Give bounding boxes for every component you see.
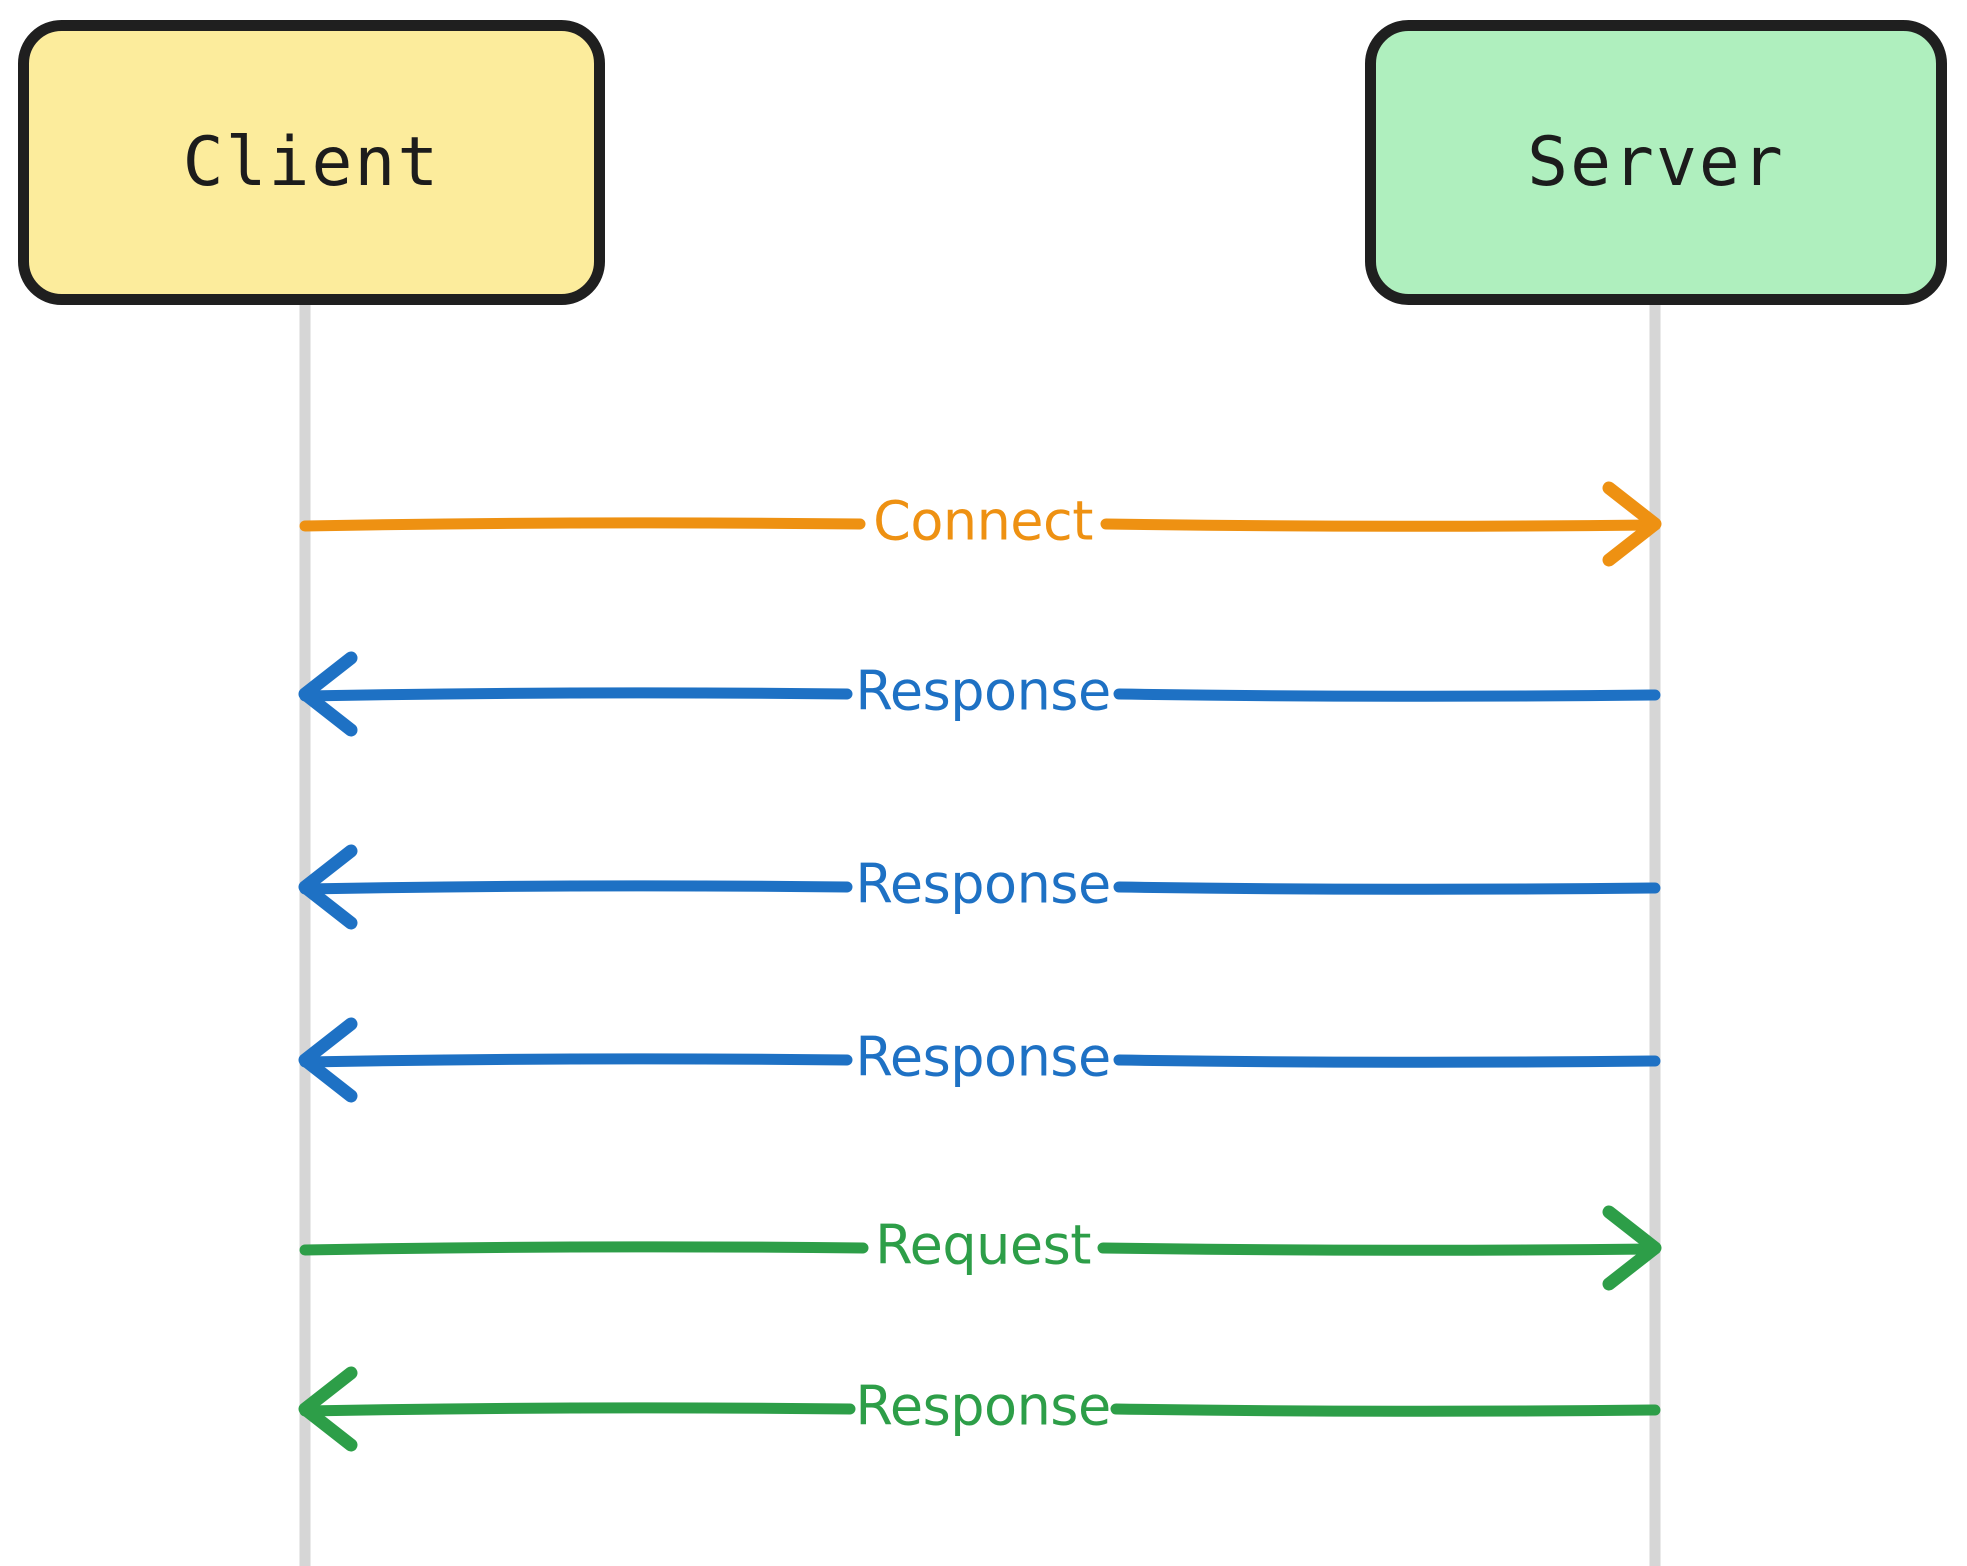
participant-rect-server bbox=[1365, 20, 1947, 305]
message-line-left bbox=[299, 1241, 869, 1256]
participant-label-server: Server bbox=[1527, 123, 1785, 202]
message-label: Response bbox=[855, 853, 1110, 916]
lifelines-layer bbox=[299, 305, 1661, 1566]
participant-label-client: Client bbox=[183, 123, 441, 202]
participant-rect-client bbox=[18, 20, 605, 305]
message-line-right bbox=[1113, 688, 1661, 702]
message-line-left bbox=[299, 687, 853, 702]
message-arrowhead bbox=[298, 844, 358, 930]
message-line-left bbox=[299, 880, 853, 895]
message-line-left bbox=[299, 1053, 853, 1068]
message-arrowhead bbox=[1602, 481, 1662, 567]
message-6-response[interactable]: Response bbox=[298, 1366, 1661, 1452]
messages-layer: ConnectResponseResponseResponseRequestRe… bbox=[298, 481, 1662, 1452]
message-line-right bbox=[1113, 881, 1661, 895]
message-2-response[interactable]: Response bbox=[298, 651, 1661, 737]
message-arrowhead bbox=[298, 1017, 358, 1103]
message-label: Response bbox=[855, 660, 1110, 723]
message-4-response[interactable]: Response bbox=[298, 1017, 1661, 1103]
participant-box-client[interactable]: Client bbox=[18, 20, 605, 305]
message-line-right bbox=[1110, 1403, 1661, 1417]
message-line-left bbox=[299, 517, 866, 532]
message-line-right bbox=[1097, 1242, 1661, 1256]
participant-box-server[interactable]: Server bbox=[1365, 20, 1947, 305]
message-arrowhead bbox=[1602, 1205, 1662, 1291]
message-1-connect[interactable]: Connect bbox=[299, 481, 1662, 567]
message-label: Connect bbox=[873, 490, 1093, 553]
message-label: Response bbox=[855, 1026, 1110, 1089]
message-5-request[interactable]: Request bbox=[299, 1205, 1662, 1291]
message-arrowhead bbox=[298, 651, 358, 737]
message-line-right bbox=[1100, 518, 1661, 532]
message-3-response[interactable]: Response bbox=[298, 844, 1661, 930]
message-line-left bbox=[299, 1402, 856, 1417]
participants-layer: Client Server bbox=[18, 20, 1947, 305]
message-line-right bbox=[1113, 1054, 1661, 1068]
message-label: Request bbox=[875, 1214, 1091, 1277]
message-arrowhead bbox=[298, 1366, 358, 1452]
message-label: Response bbox=[855, 1375, 1110, 1438]
